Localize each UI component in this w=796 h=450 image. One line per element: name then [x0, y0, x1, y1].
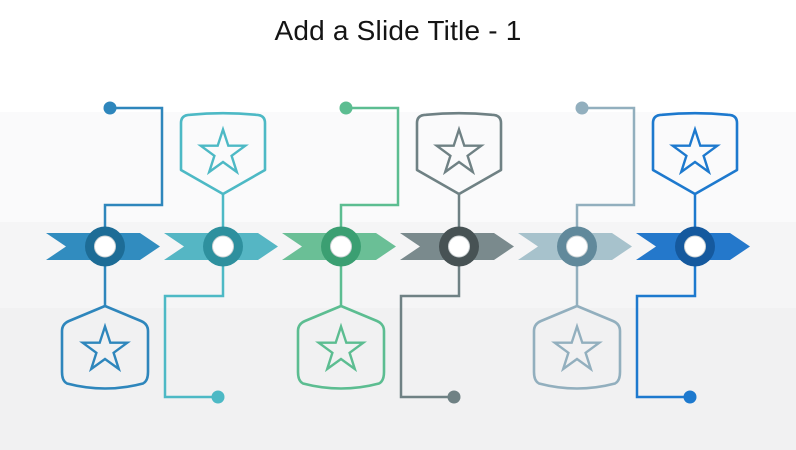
- node-center: [94, 235, 116, 258]
- node-center: [330, 235, 352, 258]
- connector-dot: [211, 390, 225, 404]
- star-icon: [197, 125, 249, 176]
- connector-dot: [103, 101, 117, 115]
- connector-dot: [447, 390, 461, 404]
- badge-shield: [532, 304, 622, 390]
- badge-shield: [415, 111, 503, 196]
- slide-title[interactable]: Add a Slide Title - 1: [274, 15, 522, 46]
- star-icon: [79, 322, 131, 373]
- badge-shield: [651, 111, 739, 196]
- badge-shield: [296, 304, 386, 390]
- milestone-5[interactable]: [518, 101, 636, 390]
- star-icon: [551, 322, 603, 373]
- connector-line: [163, 193, 225, 399]
- badge-shield: [60, 304, 150, 390]
- connector-line: [103, 106, 164, 307]
- node-center: [448, 235, 470, 258]
- connector-line: [635, 193, 697, 399]
- milestone-3[interactable]: [282, 101, 400, 390]
- node-center: [212, 235, 234, 258]
- connector-dot: [575, 101, 589, 115]
- badge-shield: [179, 111, 267, 196]
- connector-dot: [339, 101, 353, 115]
- milestone-6[interactable]: [635, 111, 750, 404]
- star-icon: [315, 322, 367, 373]
- milestone-1[interactable]: [46, 101, 164, 390]
- connector-dot: [683, 390, 697, 404]
- connector-line: [339, 106, 400, 307]
- node-center: [566, 235, 588, 258]
- star-icon: [433, 125, 485, 176]
- star-icon: [669, 125, 721, 176]
- milestone-4[interactable]: [399, 111, 514, 404]
- node-center: [684, 235, 706, 258]
- connector-line: [399, 193, 461, 399]
- connector-line: [575, 106, 636, 307]
- milestone-2[interactable]: [163, 111, 278, 404]
